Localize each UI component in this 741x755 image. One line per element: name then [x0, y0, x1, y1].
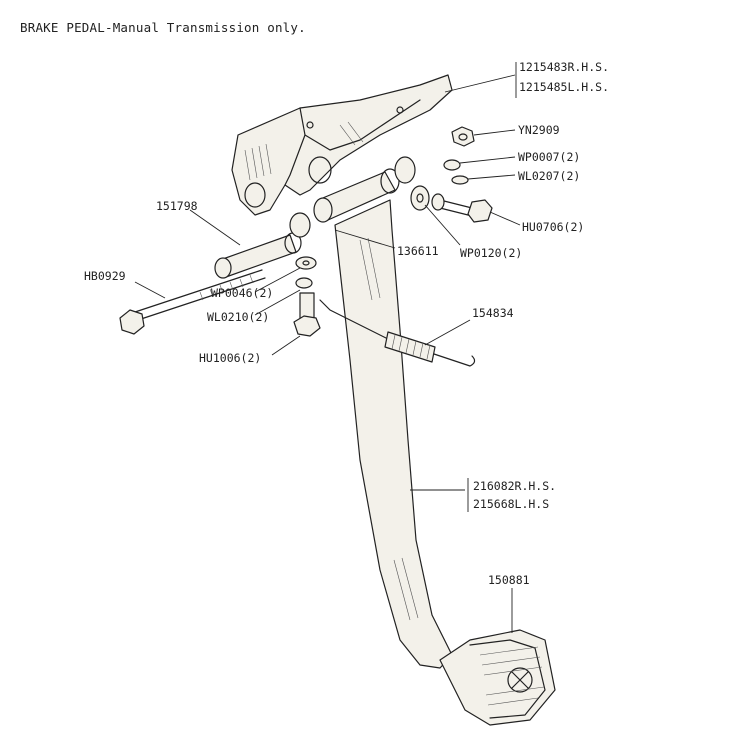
label-wp0046: WP0046(2): [211, 286, 273, 300]
label-wl0210: WL0210(2): [207, 310, 269, 324]
label-151798: 151798: [156, 199, 198, 213]
bolt-hu0706: [431, 193, 493, 223]
bolt-hu1006: [293, 292, 321, 337]
label-hu1006: HU1006(2): [199, 351, 261, 365]
washer-wp0007: [443, 159, 461, 171]
leader-lines: [134, 62, 521, 633]
mounting-bracket: [231, 74, 453, 216]
label-hu0706: HU0706(2): [522, 220, 584, 234]
label-hb0929: HB0929: [84, 269, 126, 283]
return-spring-154834: [319, 299, 476, 367]
washer-wl0207: [451, 175, 469, 185]
label-pedal-rh: 216082R.H.S.: [473, 479, 556, 493]
nut-yn2909: [451, 126, 475, 147]
label-wp0007: WP0007(2): [518, 150, 580, 164]
label-bracket-lh: 1215485L.H.S.: [519, 80, 609, 94]
pedal-pad-150881: [439, 629, 556, 726]
pedal-arm: [334, 199, 453, 669]
label-wl0207: WL0207(2): [518, 169, 580, 183]
washer-wp0120: [410, 185, 430, 211]
diagram-title: BRAKE PEDAL-Manual Transmission only.: [20, 20, 306, 35]
label-154834: 154834: [472, 306, 514, 320]
label-150881: 150881: [488, 573, 530, 587]
bolt-hb0929: [119, 269, 266, 335]
label-bracket-rh: 1215483R.H.S.: [519, 60, 609, 74]
label-pedal-lh: 215668L.H.S: [473, 497, 549, 511]
bush-151798: [214, 232, 302, 279]
label-wp0120: WP0120(2): [460, 246, 522, 260]
pivot-tube-136611: [313, 168, 400, 223]
label-136611: 136611: [397, 244, 439, 258]
washer-wp0120-hole: [416, 193, 424, 203]
spacer-washer: [289, 212, 311, 238]
washer-right-1: [394, 156, 416, 184]
washer-wp0046-hole: [302, 260, 310, 266]
washer-wl0210: [295, 277, 313, 289]
label-yn2909: YN2909: [518, 123, 560, 137]
washer-wp0046: [295, 256, 317, 270]
